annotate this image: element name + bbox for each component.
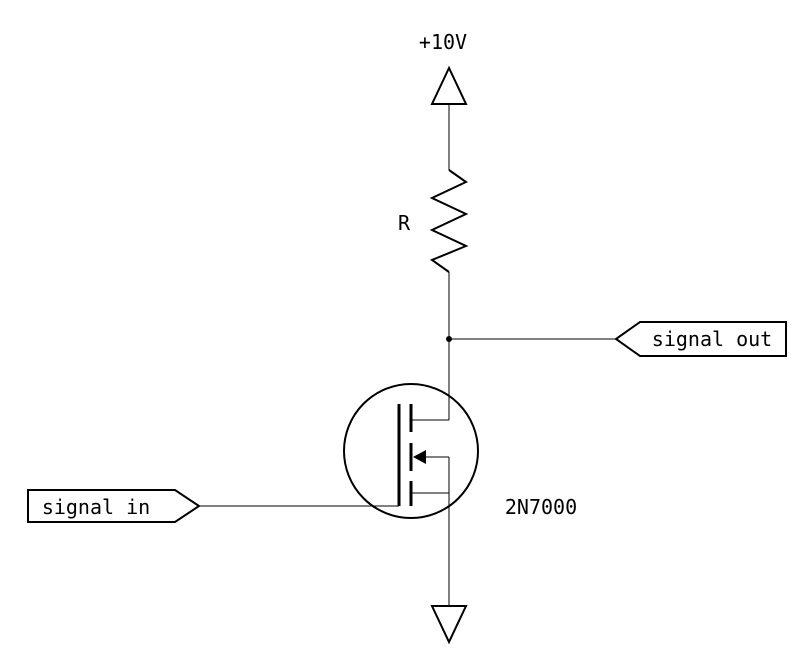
supply-arrow-icon <box>430 65 468 105</box>
resistor-label: R <box>398 211 411 235</box>
input-port-label: signal in <box>42 495 150 519</box>
body-arrow-icon <box>413 450 426 464</box>
ground-arrow-icon <box>430 605 468 645</box>
resistor-zigzag-icon <box>429 169 469 273</box>
transistor-part-label: 2N7000 <box>505 495 577 519</box>
output-port-flag <box>614 321 787 357</box>
transistor-body-circle <box>343 383 479 519</box>
output-port-label: signal out <box>652 327 772 351</box>
supply-voltage-label: +10V <box>419 30 467 54</box>
input-port-flag <box>27 489 201 523</box>
